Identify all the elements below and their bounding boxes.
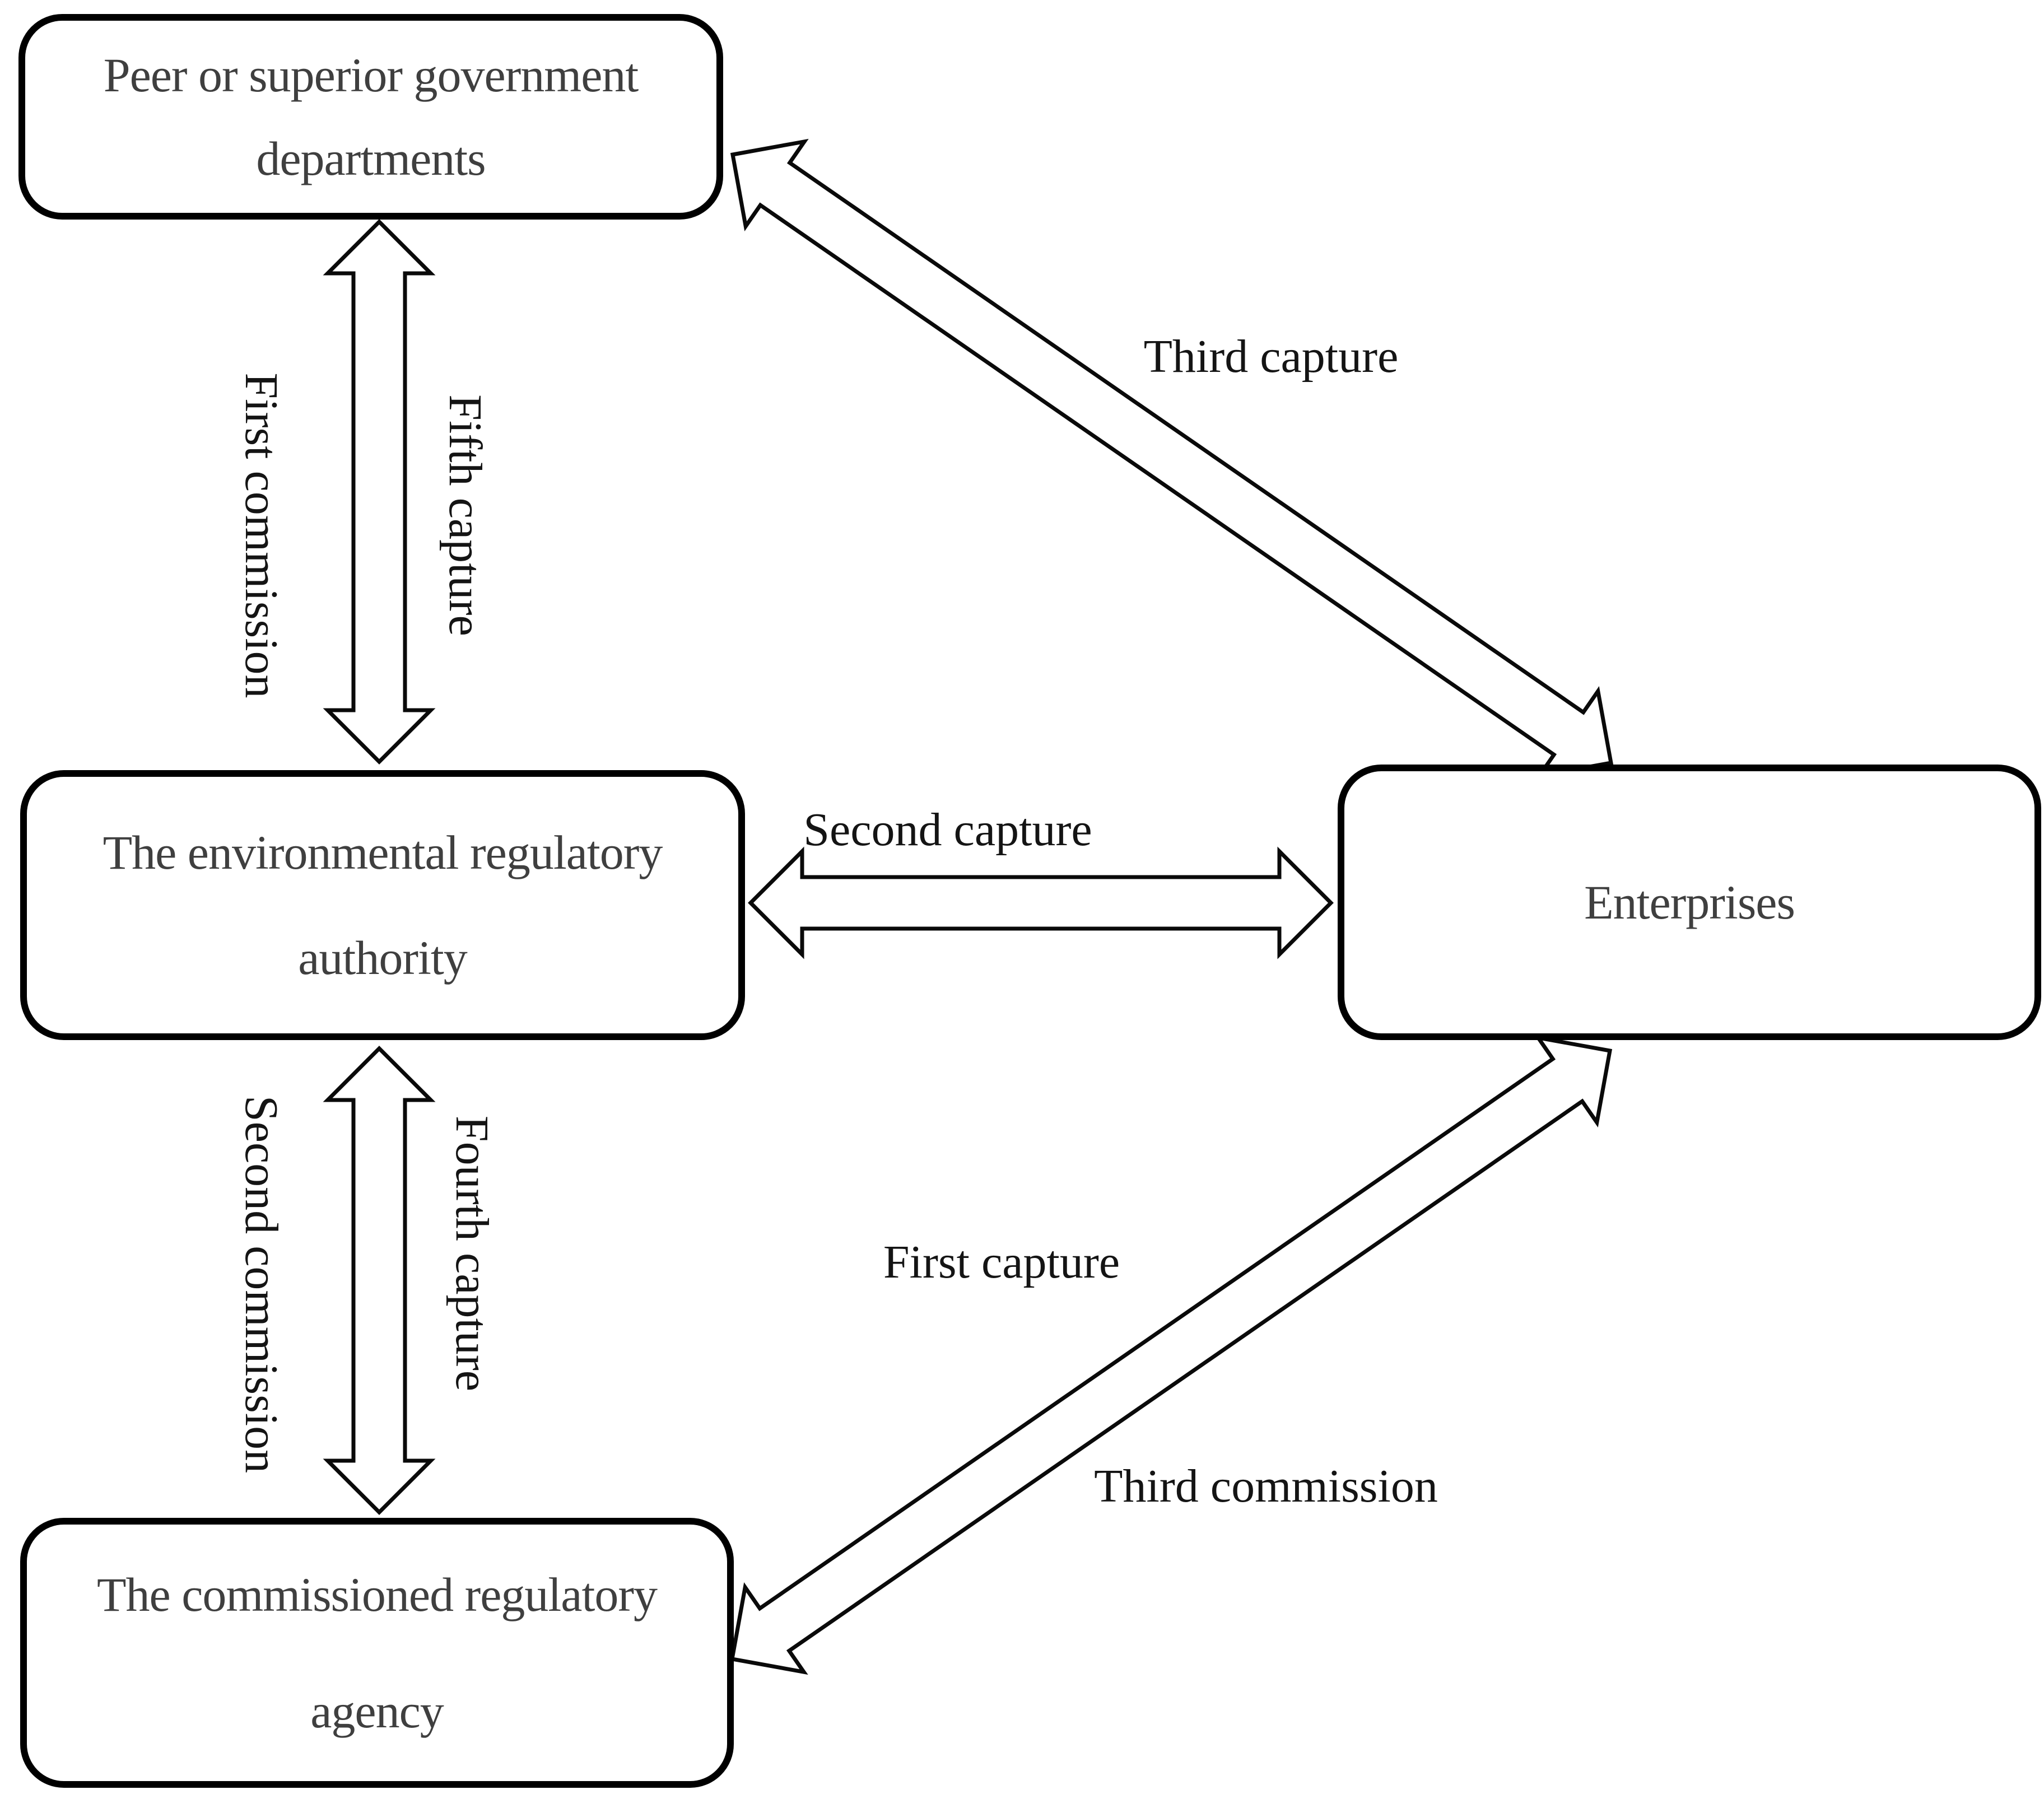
node-enterprises: Enterprises bbox=[1338, 765, 2041, 1040]
node-text-line: Enterprises bbox=[1584, 875, 1795, 929]
edge-label-second-capture: Second capture bbox=[803, 804, 1092, 856]
edge-label-first-capture: First capture bbox=[883, 1236, 1120, 1288]
edge-label-fourth-capture: Fourth capture bbox=[446, 1115, 498, 1392]
node-peer-government-departments: Peer or superior government departments bbox=[18, 14, 723, 220]
edge-label-third-capture: Third capture bbox=[1143, 330, 1399, 383]
node-text-line: departments bbox=[256, 131, 486, 185]
edge-label-third-commission: Third commission bbox=[1094, 1460, 1438, 1512]
edge-label-fifth-capture: Fifth capture bbox=[439, 394, 491, 636]
node-text-line: agency bbox=[310, 1684, 444, 1738]
arrow-second-commission-fourth-capture bbox=[323, 1046, 436, 1515]
arrow-first-capture-third-commission bbox=[729, 1034, 1613, 1675]
edge-label-first-commission: First commission bbox=[235, 372, 287, 698]
node-commissioned-regulatory-agency: The commissioned regulatory agency bbox=[20, 1518, 734, 1788]
node-text-line: The commissioned regulatory bbox=[97, 1567, 658, 1621]
node-text-line: The environmental regulatory bbox=[103, 825, 663, 879]
arrow-second-capture bbox=[748, 846, 1334, 959]
edge-label-second-commission: Second commission bbox=[235, 1095, 287, 1474]
node-text-line: authority bbox=[298, 931, 467, 985]
arrow-first-commission-fifth-capture bbox=[323, 219, 436, 765]
node-text-line: Peer or superior government bbox=[103, 48, 639, 102]
node-environmental-regulatory-authority: The environmental regulatory authority bbox=[20, 770, 745, 1040]
arrow-third-capture bbox=[730, 138, 1614, 779]
